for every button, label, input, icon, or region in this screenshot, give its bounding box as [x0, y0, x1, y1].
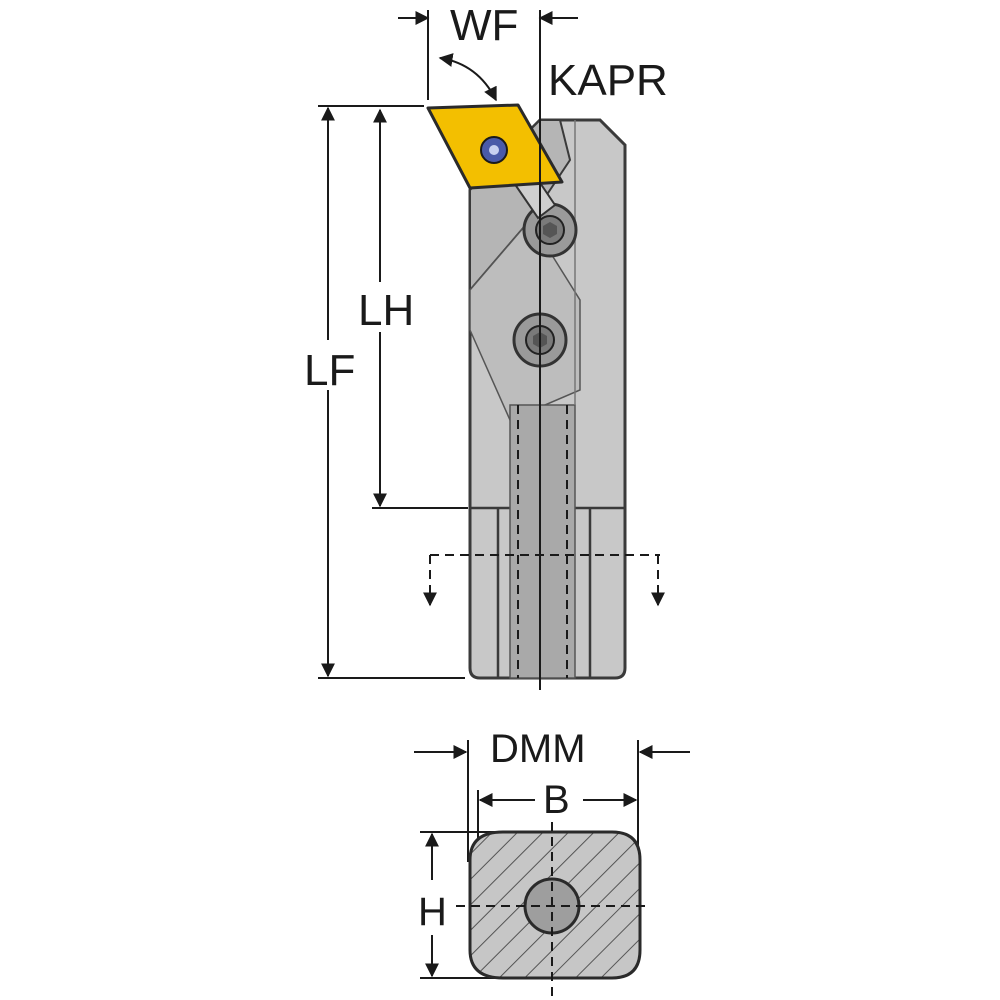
lf-dimension — [318, 105, 465, 679]
kapr-label: KAPR — [548, 56, 668, 105]
wf-dimension — [398, 10, 578, 690]
lh-label: LH — [358, 286, 414, 335]
section-cut-line — [423, 554, 665, 607]
boring-bar-body — [468, 118, 627, 680]
cutting-insert — [426, 103, 564, 190]
h-label: H — [418, 890, 447, 934]
kapr-angle — [438, 53, 497, 102]
lf-label: LF — [304, 346, 355, 395]
wf-label: WF — [450, 1, 518, 50]
b-label: B — [543, 778, 570, 822]
b-dimension — [477, 790, 639, 845]
clamp-screw-upper — [522, 202, 578, 258]
lh-dimension — [372, 108, 468, 509]
bar-cross-section — [456, 822, 650, 998]
dmm-label: DMM — [490, 727, 586, 771]
